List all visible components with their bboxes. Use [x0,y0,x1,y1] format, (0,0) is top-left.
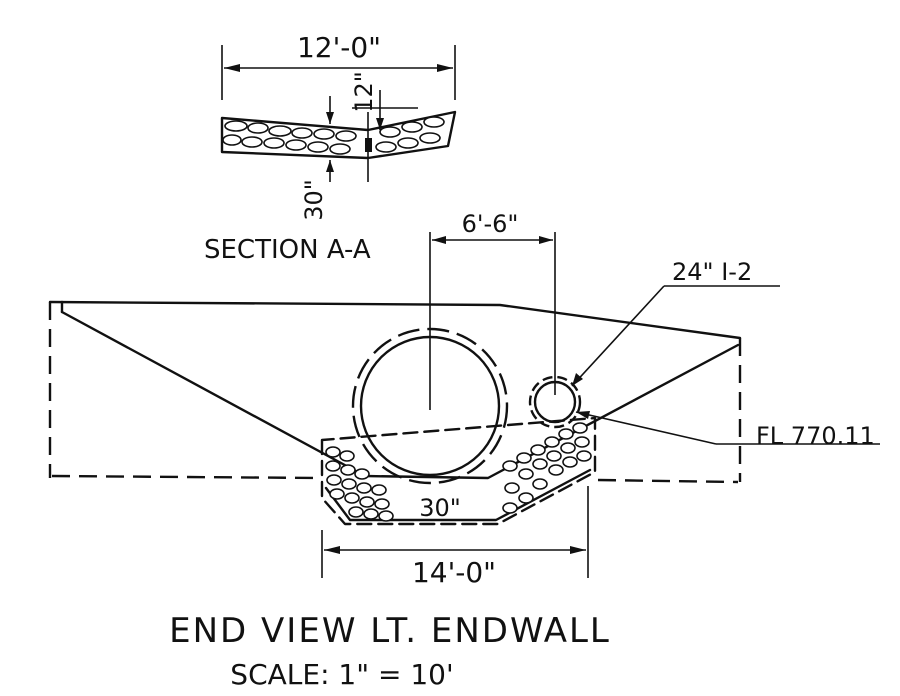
flowline-label: FL 770.11 [756,422,875,450]
arrowhead-icon [572,373,583,386]
drawing-scale: SCALE: 1" = 10' [230,658,453,691]
footing-left-line [51,474,321,480]
riprap-apron-bottom [324,468,592,522]
endwall-wing-lines [60,310,740,480]
arrowhead-icon [324,546,340,554]
footing-right-line [597,478,739,484]
main-pipe-wall [351,327,509,485]
end-view: 6'-6" [48,210,880,589]
section-a-a: 12'-0" 12" [204,31,457,265]
small-pipe-wall [528,375,582,429]
section-width-label: 12'-0" [297,31,381,64]
depth-dimension-label: 30" [300,179,328,221]
pipe-label: 24" I-2 [672,258,752,286]
small-pipe [533,380,577,424]
drawing-title: END VIEW LT. ENDWALL [169,611,611,651]
base-width-label: 14'-0" [412,556,496,589]
section-center-mark [365,138,372,152]
flowline-leader-line [575,411,717,445]
offset-dimension-label: 6'-6" [462,210,519,238]
arrowhead-icon [432,236,446,244]
riprap-apron-outline [320,416,597,526]
arrowhead-icon [437,64,453,72]
arrowhead-icon [539,236,553,244]
channel-dimension-label: 30" [419,494,461,522]
riprap-stones-left [325,446,394,522]
riprap-stones-right [502,422,592,514]
arrowhead-icon [576,411,590,419]
arrowhead-icon [326,112,334,124]
endwall-top-line [48,300,742,340]
arrowhead-icon [570,546,586,554]
arrowhead-icon [326,160,334,172]
pipe-leader-line [571,285,665,387]
arrowhead-icon [376,118,384,130]
section-stones [222,116,445,155]
main-pipe [359,335,501,477]
crown-dimension-label: 12" [350,71,378,113]
arrowhead-icon [224,64,240,72]
section-title: SECTION A-A [204,235,371,265]
